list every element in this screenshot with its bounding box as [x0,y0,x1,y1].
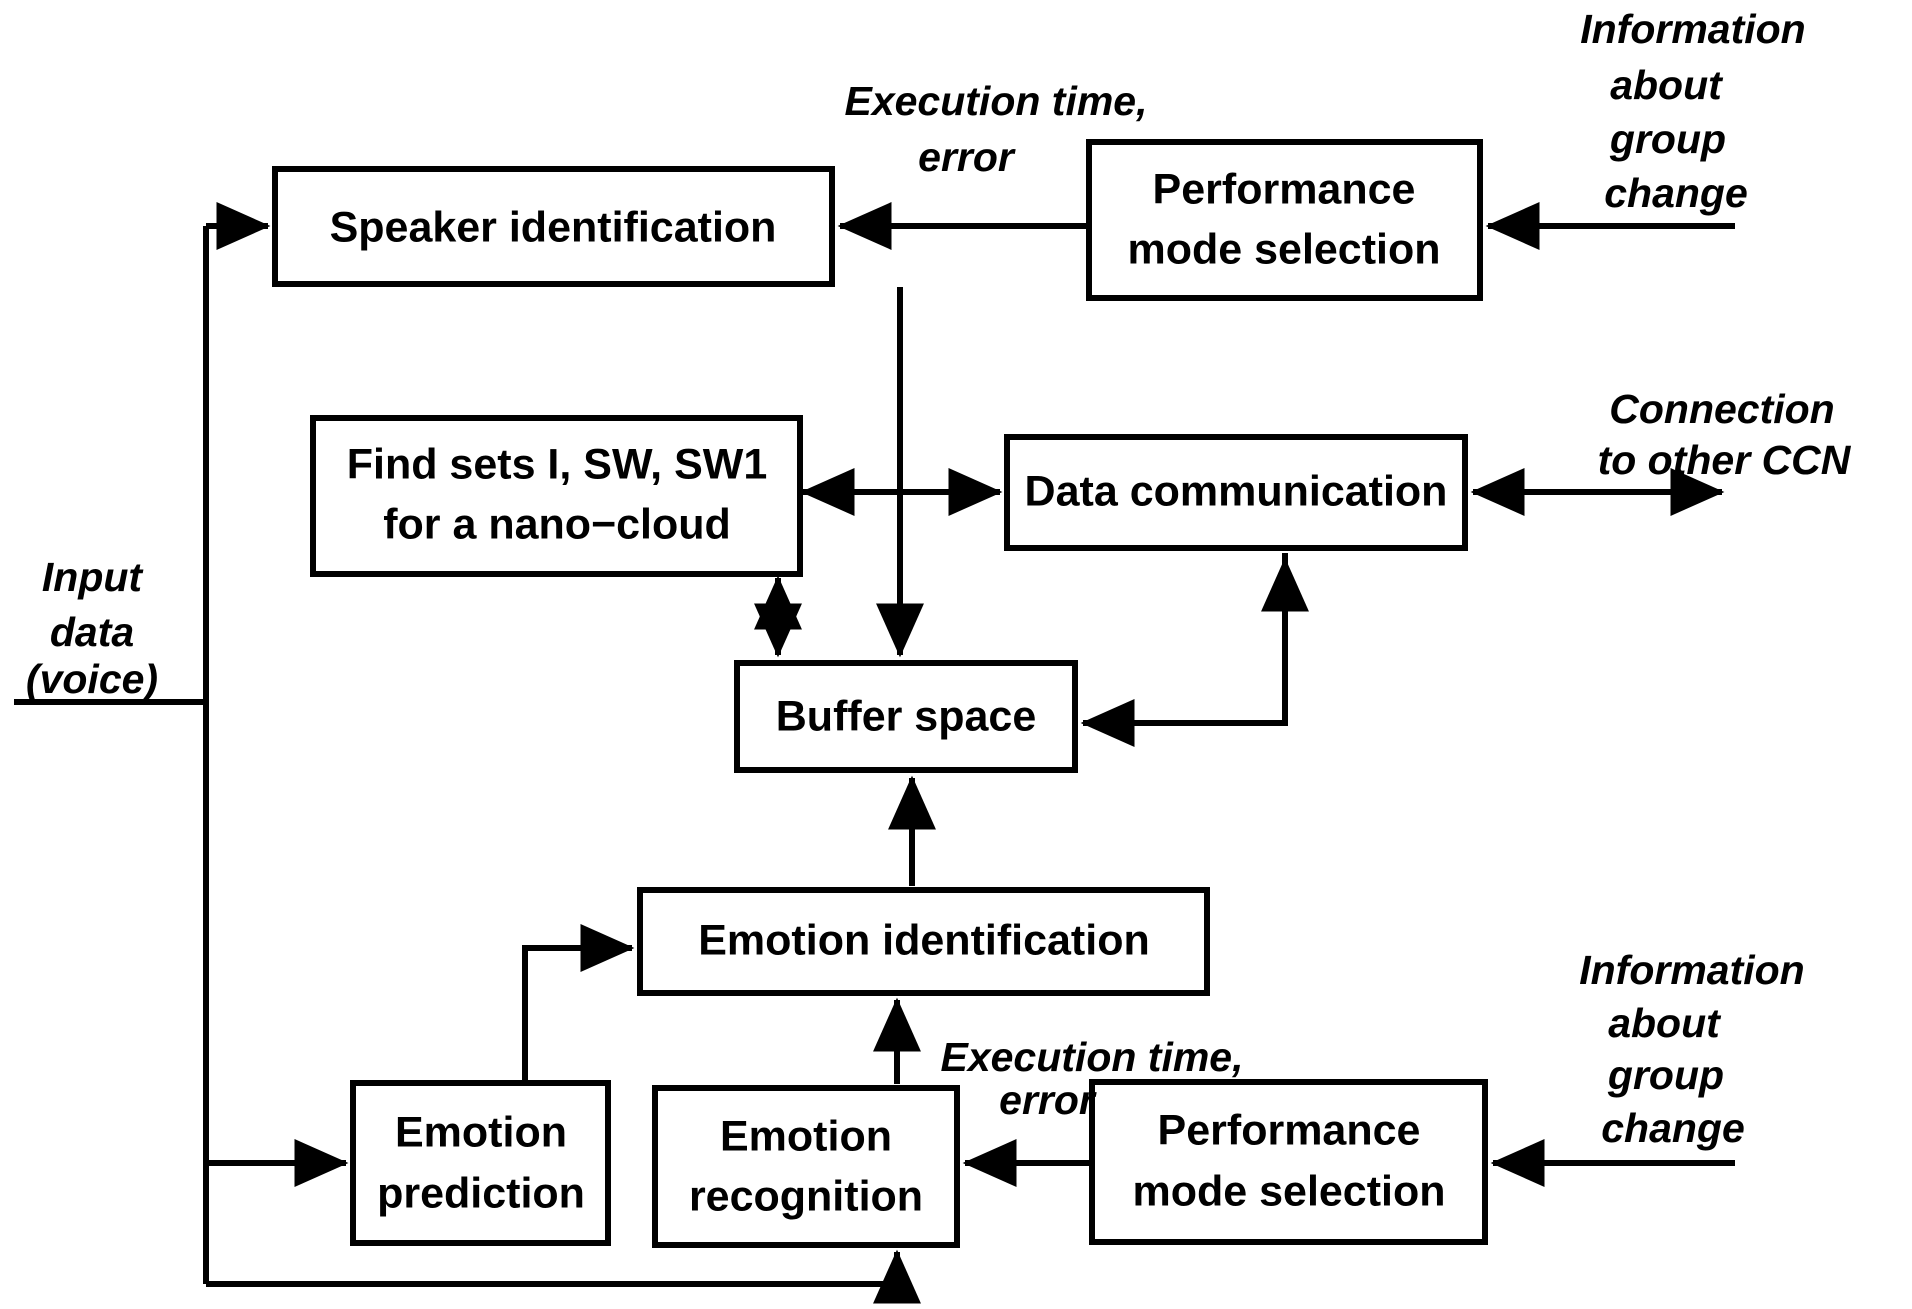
information-group-bottom-line4: change [1601,1105,1745,1151]
execution-time-top-line2: error [918,134,1016,180]
emotion-recognition-label-line1: Emotion [720,1112,892,1160]
emotion-prediction-rect[interactable] [350,1080,611,1246]
performance-mode-selection-bottom-label-line1: Performance [1158,1106,1421,1154]
emotion-identification-rect[interactable] [637,887,1210,996]
performance-mode-selection-bottom-rect[interactable] [1089,1079,1488,1245]
performance-mode-selection-bottom-label-line2: mode selection [1132,1167,1445,1215]
information-group-top-line4: change [1604,170,1748,216]
box-find-sets[interactable]: Find sets I, SW, SW1 for a nano−cloud [310,415,803,577]
connection-ccn-line1: Connection [1609,386,1834,432]
buffer-space-rect[interactable] [734,660,1078,773]
performance-mode-selection-top-rect[interactable] [1086,139,1483,301]
arrow-input-to-emotion-recognition [206,1249,921,1304]
annotation-information-group-change-bottom: Information about group change [1579,947,1804,1151]
information-group-bottom-line1: Information [1579,947,1804,993]
performance-mode-selection-top-label-line2: mode selection [1127,225,1440,273]
buffer-space-label: Buffer space [776,692,1036,740]
performance-mode-selection-top-label-line1: Performance [1153,165,1416,213]
information-group-bottom-line3: group [1607,1052,1724,1098]
box-data-communication[interactable]: Data communication [1004,434,1468,551]
annotation-input-data: Input data (voice) [26,554,158,702]
data-communication-label: Data communication [1025,467,1448,515]
information-group-bottom-line2: about [1608,1000,1722,1046]
speaker-identification-rect[interactable] [272,166,835,287]
execution-time-bottom-line1: Execution time, [940,1034,1243,1080]
arrow-emotion-prediction-to-emotion-identification [522,924,635,1080]
emotion-prediction-label-line1: Emotion [395,1108,567,1156]
execution-time-bottom-line2: error [999,1077,1097,1123]
information-group-top-line1: Information [1580,6,1805,52]
box-emotion-prediction[interactable]: Emotion prediction [350,1080,611,1246]
emotion-recognition-label-line2: recognition [689,1172,923,1220]
find-sets-rect[interactable] [310,415,803,577]
box-buffer-space[interactable]: Buffer space [734,660,1078,773]
annotation-connection-to-other-ccn: Connection to other CCN [1598,386,1852,483]
box-emotion-recognition[interactable]: Emotion recognition [652,1085,960,1248]
box-emotion-identification[interactable]: Emotion identification [637,887,1210,996]
find-sets-label-line2: for a nano−cloud [383,500,731,548]
speaker-identification-label: Speaker identification [330,203,777,251]
execution-time-top-line1: Execution time, [844,78,1147,124]
input-data-line1: Input [42,554,145,600]
find-sets-label-line1: Find sets I, SW, SW1 [347,440,768,488]
box-performance-mode-selection-top[interactable]: Performance mode selection [1086,139,1483,301]
annotation-execution-time-bottom: Execution time, error [940,1034,1243,1123]
emotion-identification-label: Emotion identification [698,916,1149,964]
input-data-line2: data [50,609,134,655]
information-group-top-line3: group [1609,116,1726,162]
box-performance-mode-selection-bottom[interactable]: Performance mode selection [1089,1079,1488,1245]
emotion-recognition-rect[interactable] [652,1085,960,1248]
arrow-data-communication-to-buffer-space [1080,553,1288,747]
information-group-top-line2: about [1610,62,1724,108]
emotion-prediction-label-line2: prediction [377,1169,585,1217]
data-communication-rect[interactable] [1004,434,1468,551]
annotation-information-group-change-top: Information about group change [1580,6,1805,216]
connection-ccn-line2: to other CCN [1598,437,1852,483]
input-data-line3: (voice) [26,656,158,702]
annotation-execution-time-top: Execution time, error [844,78,1147,180]
box-speaker-identification[interactable]: Speaker identification [272,166,835,287]
